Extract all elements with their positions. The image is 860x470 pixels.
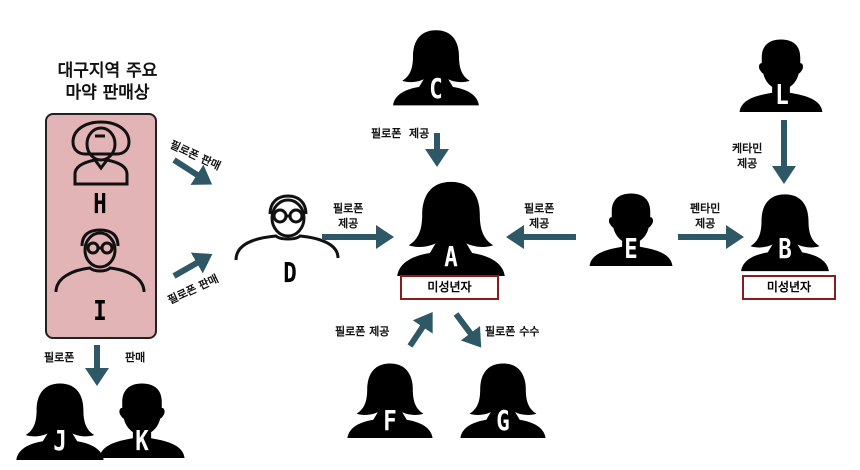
- label-l: L: [775, 78, 789, 111]
- edge-label-line: 제공: [338, 217, 359, 230]
- label-d: D: [283, 256, 297, 289]
- person-h-outline-icon: [71, 120, 131, 186]
- label-i: I: [93, 294, 107, 327]
- edge-label-line: 제공: [737, 157, 758, 170]
- label-g: G: [496, 404, 510, 437]
- label-f: F: [383, 404, 397, 437]
- edge-label-line: 제공: [695, 217, 716, 230]
- b-minor-tag: 미성년자: [742, 275, 836, 300]
- arrow-i-to-d: [172, 252, 213, 279]
- person-d-outline-icon: [234, 194, 340, 261]
- edge-label-line: 케타민: [732, 142, 763, 155]
- person-i-outline-icon: [54, 228, 146, 293]
- arrow-f-to-a: [407, 312, 433, 348]
- edge-label-line: 필로폰: [524, 202, 555, 215]
- edge-label-jk-1: 필로폰: [44, 351, 75, 364]
- label-e: E: [624, 232, 638, 265]
- label-h: H: [93, 187, 107, 220]
- a-minor-tag: 미성년자: [400, 275, 499, 300]
- dealers-group-box: [45, 113, 157, 339]
- label-j: J: [53, 424, 67, 457]
- edge-label-line: 필로폰: [333, 202, 364, 215]
- edge-label-f-to-a: 필로폰 제공: [335, 325, 390, 338]
- arrow-h-to-d: [172, 157, 213, 185]
- edge-label-c-to-a: 필로폰 제공: [371, 127, 430, 140]
- arrow-a-to-g: [453, 312, 482, 348]
- title-line-2: 마약 판매상: [65, 83, 150, 103]
- edge-label-jk-2: 판매: [125, 351, 146, 364]
- label-k: K: [135, 424, 149, 457]
- edge-label-a-to-g: 필로폰 수수: [485, 325, 540, 338]
- label-b: B: [778, 232, 792, 265]
- edge-label-line: 펜타민: [690, 202, 721, 215]
- label-a: A: [444, 240, 458, 273]
- title-line-1: 대구지역 주요: [57, 61, 158, 81]
- edge-label-line: 제공: [529, 217, 550, 230]
- label-c: C: [429, 72, 443, 105]
